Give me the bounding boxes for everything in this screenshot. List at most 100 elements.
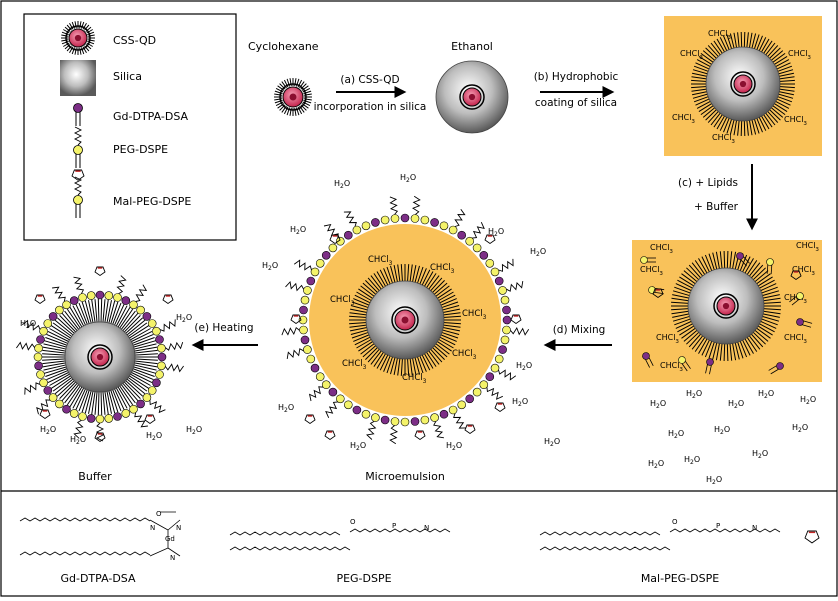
final-maleimide	[94, 266, 106, 277]
quantum-dot-icon-shell	[65, 25, 91, 51]
peg-lipid-head	[299, 325, 308, 335]
h2o-label: H2O	[350, 441, 366, 452]
microemulsion-membrane-peg-chain	[510, 326, 530, 336]
gd-lipid-head	[152, 378, 161, 388]
gd-lipid-head	[306, 276, 316, 286]
peg-lipid-head	[69, 409, 79, 418]
hydrophobic-coating-chains	[691, 31, 795, 137]
structure-label-gd: Gd-DTPA-DSA	[60, 572, 136, 585]
chcl3-label: CHCl3	[788, 49, 811, 61]
free-lipid-tail	[803, 320, 813, 324]
step-a-line2: incorporation in silica	[314, 101, 427, 113]
peg-lipid-head	[371, 413, 380, 422]
h2o-label: H2O	[334, 179, 350, 190]
free-lipid	[736, 252, 750, 267]
peg-lipid-head	[472, 387, 482, 397]
peg-lipid-head	[152, 326, 161, 336]
gd-lipid-head	[400, 213, 410, 223]
h2o-label: H2O	[758, 389, 774, 400]
free-lipid	[705, 358, 714, 375]
gd-lipid-head	[502, 315, 512, 325]
surface-maleimide	[464, 424, 476, 435]
microemulsion-membrane-peg-chain	[411, 195, 421, 215]
surface-maleimide	[329, 234, 341, 245]
cyclohexane-qd-core-core	[289, 93, 297, 101]
n-atom: N	[752, 524, 757, 532]
ethanol-silica-particle	[435, 60, 509, 134]
peg-lipid-head	[400, 417, 410, 427]
legend-cssqd-ligands	[61, 21, 95, 55]
microemulsion-membrane-peg-chain	[506, 281, 524, 292]
peg-lipid-head	[55, 305, 64, 315]
free-lipid-tail	[802, 324, 812, 328]
gd-lipid-head	[43, 386, 53, 395]
h2o-label: H2O	[290, 225, 306, 236]
gd-lipid-head	[95, 290, 105, 300]
chcl3-label: CHCl3	[402, 373, 427, 385]
peg-lipid-head	[113, 293, 122, 302]
peg-lipid-head	[500, 335, 510, 345]
peg-lipid-head	[78, 412, 87, 421]
buffer-label: Buffer	[78, 470, 112, 483]
peg-lipid-head	[485, 258, 495, 268]
step-e-label: (e) Heating	[194, 322, 253, 334]
gd-lipid-head	[430, 218, 439, 227]
final-maleimide	[144, 414, 156, 425]
gd-lipid-head	[343, 230, 353, 240]
final-membrane-peg-chain	[22, 319, 41, 331]
gd-lipid-head	[121, 296, 131, 305]
microemulsion-membrane-peg-chain	[498, 369, 517, 381]
peg-lipid-head	[465, 236, 475, 246]
peg-lipid-head	[335, 394, 345, 404]
legend-box	[23, 13, 237, 241]
gd-lipid-head	[299, 305, 308, 315]
peg-lipid-head	[310, 267, 320, 277]
gd-lipid-head	[494, 276, 504, 286]
final-membrane-peg-chain	[116, 275, 127, 295]
h2o-label: H2O	[668, 429, 684, 440]
stage4-qd-core-core	[722, 302, 730, 310]
final-membrane-peg-chain	[164, 363, 184, 373]
mal-alkyl-chain	[539, 546, 671, 551]
peg-backbone-chain	[349, 528, 451, 533]
legend-maleimide-icon	[71, 169, 85, 181]
microemulsion-qd-core-core	[401, 316, 409, 324]
gd-lipid-head	[321, 251, 331, 260]
peg-lipid-head	[104, 414, 114, 423]
h2o-label: H2O	[684, 455, 700, 466]
ethanol-qd-core-core	[468, 93, 476, 101]
h2o-label: H2O	[186, 425, 202, 436]
h2o-label: H2O	[800, 395, 816, 406]
free-lipid-tail	[791, 299, 800, 306]
final-membrane-peg-chain	[36, 399, 51, 415]
peg-lipid-head	[39, 378, 48, 388]
free-lipid-tail	[743, 256, 750, 264]
free-lipid-head	[776, 362, 784, 370]
gd-lipid-head	[113, 412, 122, 421]
peg-lipid-head	[55, 399, 64, 409]
free-lipid-tail	[709, 365, 712, 375]
peg-lipid-head	[390, 417, 400, 426]
peg-lipid-head	[390, 214, 400, 223]
final-membrane-peg-chain	[95, 422, 105, 442]
gd-lipid-head	[498, 345, 507, 354]
chcl3-label: CHCl3	[462, 309, 487, 321]
peg-lipid-head	[147, 386, 157, 395]
gd-lipid-head	[410, 417, 420, 426]
peg-lipid-icon-head	[73, 145, 83, 155]
step-b-line2: coating of silica	[535, 97, 617, 109]
ethanol-qd-core-shell	[459, 84, 485, 110]
microemulsion-membrane-peg-chain	[366, 421, 377, 440]
chcl3-label: CHCl3	[784, 293, 807, 305]
peg-lipid-head	[502, 325, 511, 335]
peg-lipid-head	[448, 225, 458, 235]
gd-chelate-ring	[149, 511, 181, 557]
peg-lipid-head	[33, 352, 43, 362]
final-coating-chains	[42, 298, 158, 416]
free-lipid-head	[736, 252, 744, 260]
h2o-label: H2O	[516, 361, 532, 372]
peg-lipid-head	[494, 354, 504, 364]
peg-lipid-head	[479, 380, 489, 390]
free-lipid-tail	[768, 365, 777, 371]
